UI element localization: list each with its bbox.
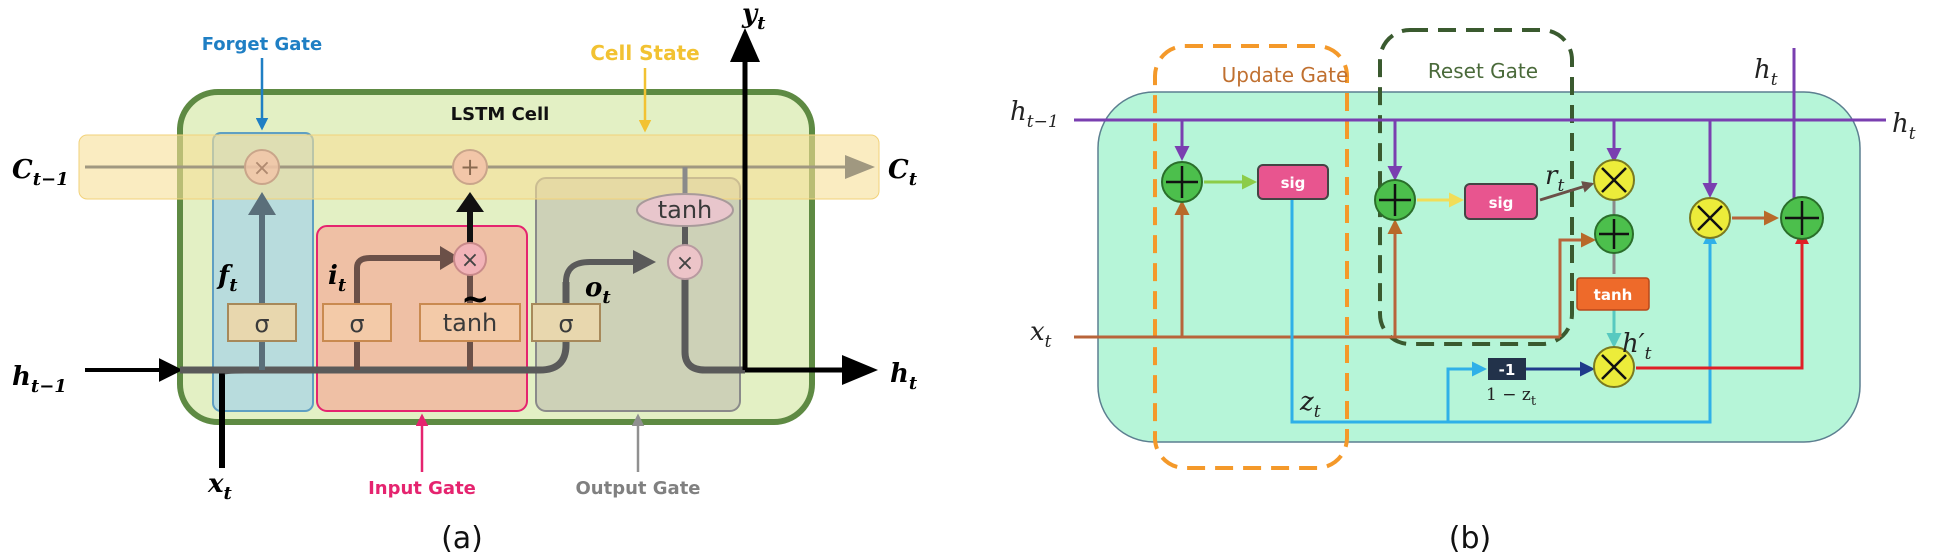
h-prev-label: ht−1 bbox=[12, 362, 67, 397]
output-mult-symbol: × bbox=[676, 251, 694, 276]
x-merge-curve bbox=[218, 366, 246, 376]
reset-sig-label: sig bbox=[1489, 194, 1514, 212]
output-mult-node bbox=[667, 244, 703, 280]
minus-one-box bbox=[1488, 358, 1526, 380]
update-gate-region bbox=[1153, 44, 1349, 470]
input-sigma-box bbox=[322, 303, 392, 342]
update-sig-box bbox=[1257, 164, 1329, 200]
h-top-label-b: ht bbox=[1754, 55, 1778, 90]
tanh-label-b: tanh bbox=[1594, 286, 1633, 304]
h-right-label-b: ht bbox=[1892, 109, 1916, 144]
input-mult-node bbox=[453, 242, 487, 276]
input-gate-label: Input Gate bbox=[368, 478, 476, 499]
h-next-arrowhead bbox=[842, 355, 878, 385]
o-t-label: ot bbox=[585, 273, 611, 308]
h-next-label: ht bbox=[890, 359, 918, 394]
cell-add-symbol: + bbox=[460, 153, 480, 181]
input-mult-symbol: × bbox=[461, 248, 479, 273]
panel-b-gru: Update Gate Reset Gate bbox=[1010, 28, 1916, 556]
panel-a-lstm: LSTM Cell bbox=[12, 0, 918, 556]
z-to-minus-one bbox=[1446, 361, 1487, 422]
reset-gate-label: Reset Gate bbox=[1428, 59, 1538, 83]
reset-add-cross bbox=[1379, 184, 1411, 216]
lstm-cell-title: LSTM Cell bbox=[451, 104, 550, 125]
tanh-cell-node bbox=[636, 193, 734, 227]
output-sigma-box bbox=[531, 303, 601, 342]
output-sigma-label: σ bbox=[558, 310, 573, 338]
update-gate-label: Update Gate bbox=[1222, 63, 1349, 87]
z-t-label: zt bbox=[1299, 387, 1321, 422]
reset-sig-box bbox=[1464, 183, 1538, 220]
one-minus-z-label: 1 − zt bbox=[1486, 385, 1537, 409]
hprime-mult-cross bbox=[1601, 354, 1627, 380]
output-gate-label: Output Gate bbox=[575, 478, 700, 499]
r-t-label: rt bbox=[1545, 161, 1564, 196]
output-path bbox=[563, 259, 635, 283]
plus-arrowhead bbox=[456, 192, 484, 212]
input-tanh-label: tanh bbox=[443, 309, 498, 337]
caption-a: (a) bbox=[441, 521, 483, 556]
forget-sigma-label: σ bbox=[254, 310, 269, 338]
caption-b: (b) bbox=[1449, 521, 1491, 556]
h-prime-label: h′t bbox=[1622, 329, 1652, 364]
hprime-to-add bbox=[1636, 240, 1804, 370]
input-mult-arrowhead bbox=[440, 246, 460, 270]
input-to-mult-path bbox=[354, 255, 442, 290]
input-tanh-box bbox=[419, 303, 521, 342]
update-sig-label: sig bbox=[1281, 174, 1306, 192]
output-mult-arrowhead bbox=[633, 250, 656, 274]
candidate-add-cross bbox=[1599, 219, 1629, 249]
h-prev-label-b: ht−1 bbox=[1010, 97, 1059, 132]
merged-input-line bbox=[180, 282, 570, 374]
cell-state-arrowhead bbox=[845, 155, 875, 179]
r-to-mult bbox=[1539, 181, 1595, 202]
forget-mult-symbol: × bbox=[253, 156, 271, 181]
tanh-cell-label: tanh bbox=[658, 196, 713, 224]
forget-mult-node bbox=[244, 149, 280, 185]
z-mult-cross bbox=[1697, 205, 1723, 231]
forget-arrowhead bbox=[248, 192, 276, 215]
cell-add-node bbox=[452, 149, 488, 185]
i-t-label: it bbox=[328, 261, 347, 296]
y-out-arrowhead bbox=[730, 28, 760, 62]
candidate-tilde: ~ bbox=[461, 279, 490, 319]
input-sigma-label: σ bbox=[349, 310, 364, 338]
gru-cell-box bbox=[1097, 91, 1861, 443]
mult-to-h-path bbox=[681, 276, 745, 374]
tanh-box-b bbox=[1576, 277, 1650, 311]
c-prev-label: Ct−1 bbox=[12, 155, 69, 190]
update-add-cross bbox=[1166, 166, 1198, 198]
c-next-label: Ct bbox=[888, 155, 918, 190]
forget-gate-label: Forget Gate bbox=[202, 34, 323, 55]
z-line bbox=[1290, 198, 1712, 424]
y-out-label: yt bbox=[741, 0, 766, 34]
x-in-label-b: xt bbox=[1030, 317, 1052, 352]
output-add-cross bbox=[1785, 201, 1819, 235]
x-to-candidate bbox=[1558, 232, 1596, 337]
cell-state-label: Cell State bbox=[590, 41, 700, 65]
f-t-label: ft bbox=[216, 261, 238, 296]
x-in-label: xt bbox=[207, 469, 233, 504]
minus-one-label: -1 bbox=[1499, 361, 1516, 379]
r-mult-cross bbox=[1601, 167, 1627, 193]
forget-sigma-box bbox=[227, 303, 297, 342]
